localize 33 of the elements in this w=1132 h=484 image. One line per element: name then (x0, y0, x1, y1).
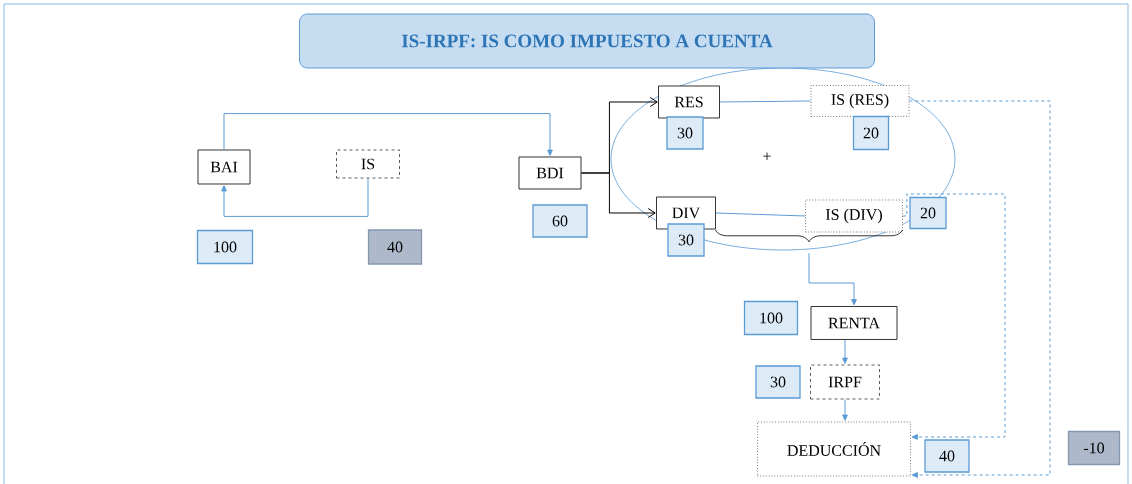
value-box: 30 (667, 223, 705, 257)
arrow (902, 193, 1006, 440)
value-box: 40 (367, 229, 423, 265)
process-box: BAI (197, 149, 251, 185)
value-box: 30 (755, 365, 801, 399)
value-box: 60 (532, 204, 588, 238)
tax-box: IS (RES) (810, 85, 910, 117)
process-box: RENTA (810, 306, 898, 340)
value-box: 30 (666, 116, 704, 150)
connector-line (715, 212, 806, 217)
arrow (842, 398, 848, 421)
tax-box: DEDUCCIÓN (757, 421, 911, 477)
value-box: 40 (924, 439, 970, 473)
brace (714, 229, 904, 243)
title-band: IS-IRPF: IS COMO IMPUESTO A CUENTA (299, 13, 875, 69)
process-box: RES (658, 85, 720, 119)
process-box: BDI (518, 156, 582, 190)
value-box: -10 (1067, 430, 1121, 466)
arrow (808, 252, 857, 306)
value-box: 100 (196, 229, 254, 265)
arrow (842, 339, 848, 364)
value-box: 20 (909, 196, 947, 230)
arrow (908, 100, 1051, 478)
arrow (223, 113, 553, 156)
tax-box: IS (336, 149, 400, 179)
plus-sign: + (763, 152, 771, 160)
tax-box: IS (DIV) (805, 199, 903, 233)
arrow (221, 177, 369, 217)
value-box: 100 (743, 300, 799, 336)
arrow (580, 172, 656, 218)
connector-line (719, 100, 812, 103)
tax-box: IRPF (810, 364, 880, 400)
value-box: 20 (852, 115, 890, 151)
